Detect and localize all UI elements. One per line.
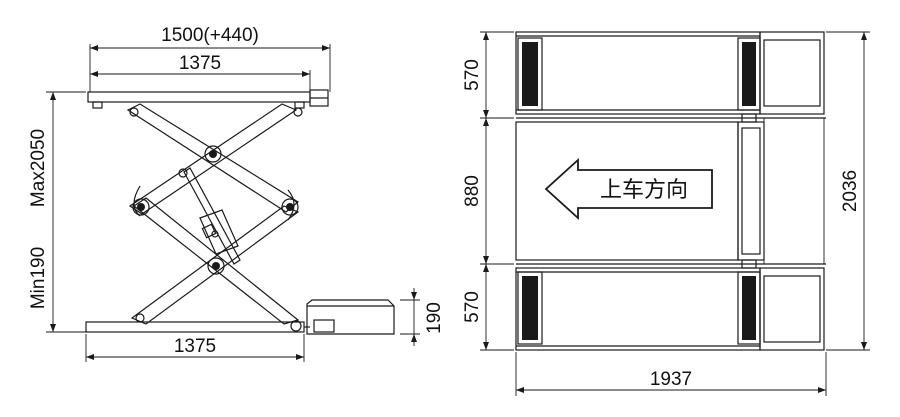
height-min-label: Min190: [28, 247, 49, 309]
drive-direction-arrow[interactable]: 上车方向: [544, 157, 713, 221]
base-width-label: 1375: [174, 336, 216, 357]
top-view: 上车方向 570 880 570 2036: [462, 31, 870, 396]
rear-section-label: 570: [462, 291, 483, 323]
dim-platform-top: 1375: [90, 53, 311, 92]
dim-height: Max2050 Min190: [28, 91, 86, 333]
power-unit-height-label: 190: [424, 302, 445, 334]
dim-overall-length: 2036: [826, 31, 870, 351]
overall-length-label: 2036: [840, 170, 861, 212]
scissor-mechanism: [126, 103, 302, 332]
side-view: 1500(+440) 1375 Max2050: [28, 25, 445, 362]
dim-platform-extended: 1500(+440): [89, 25, 331, 92]
dim-overall-width: 1937: [515, 352, 827, 396]
arrow-left-icon: [544, 157, 713, 221]
lift-base: [85, 321, 310, 333]
power-unit: 190: [306, 288, 445, 346]
lift-platform: [87, 89, 329, 117]
dim-sections: 570 880 570: [462, 31, 514, 351]
platform-outline: [515, 31, 826, 351]
front-section-label: 570: [462, 59, 483, 91]
platform-top-label: 1375: [179, 53, 221, 74]
dim-base: 1375: [85, 334, 305, 362]
platform-extended-label: 1500(+440): [161, 25, 259, 46]
middle-section-label: 880: [462, 175, 483, 207]
height-max-label: Max2050: [28, 129, 49, 207]
lift-pads: [517, 37, 761, 345]
overall-width-label: 1937: [650, 369, 692, 390]
direction-label: 上车方向: [600, 178, 688, 203]
